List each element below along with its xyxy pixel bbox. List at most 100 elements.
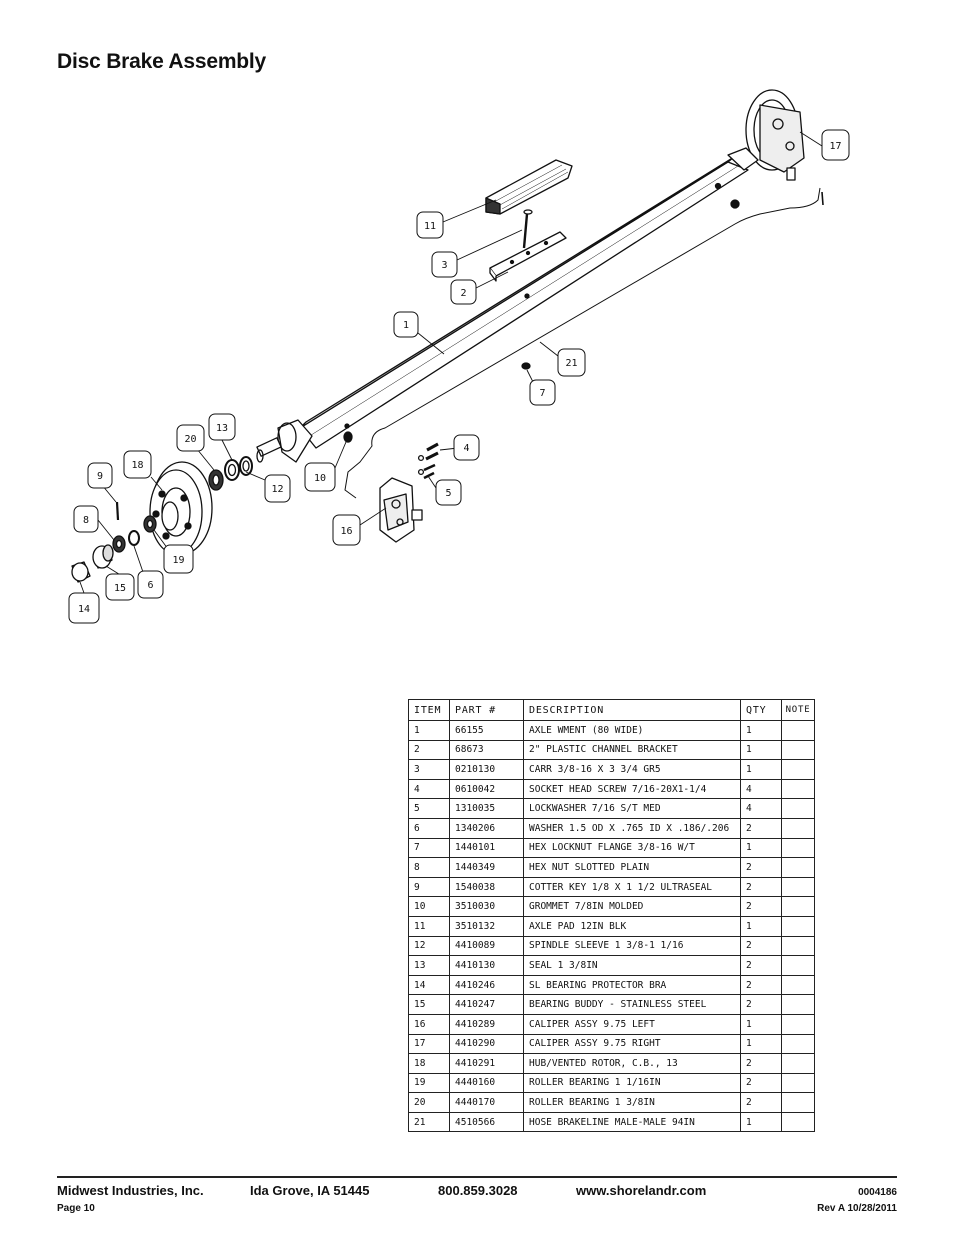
- footer-city: Ida Grove, IA 51445: [250, 1183, 370, 1198]
- cell-item: 8: [408, 857, 450, 878]
- cell-part: 4410290: [449, 1033, 524, 1055]
- cell-qty: 2: [740, 994, 782, 1015]
- cell-part: 4410289: [449, 1013, 524, 1035]
- cell-item: 10: [408, 896, 450, 917]
- cell-part: 4410291: [449, 1053, 524, 1074]
- cell-item: 5: [408, 798, 450, 819]
- cell-description: CALIPER ASSY 9.75 RIGHT: [523, 1033, 741, 1055]
- cell-qty: 1: [740, 915, 782, 937]
- cell-part: 0210130: [449, 759, 524, 780]
- cell-part: 4440170: [449, 1092, 524, 1113]
- callout-8: 8: [83, 515, 89, 526]
- cell-note: [781, 1013, 815, 1035]
- callout-12: 12: [271, 484, 283, 495]
- cell-description: AXLE PAD 12IN BLK: [523, 915, 741, 937]
- cell-note: [781, 778, 815, 800]
- cell-part: 1540038: [449, 876, 524, 898]
- cell-note: [781, 817, 815, 839]
- cell-item: 16: [408, 1013, 450, 1035]
- callout-7: 7: [539, 388, 545, 399]
- cell-qty: 2: [740, 955, 782, 976]
- cell-description: GROMMET 7/8IN MOLDED: [523, 896, 741, 917]
- callout-19: 19: [172, 555, 184, 566]
- cell-part: 1440101: [449, 837, 524, 859]
- footer-page-number: Page 10: [57, 1203, 95, 1214]
- cell-note: [781, 1053, 815, 1074]
- cell-description: SOCKET HEAD SCREW 7/16-20X1-1/4: [523, 778, 741, 800]
- caliper-left: [379, 477, 423, 543]
- cell-description: LOCKWASHER 7/16 S/T MED: [523, 798, 741, 819]
- cell-description: HOSE BRAKELINE MALE-MALE 94IN: [523, 1111, 741, 1133]
- cell-note: [781, 1033, 815, 1055]
- cell-qty: 1: [740, 720, 782, 741]
- callout-1: 1: [403, 320, 409, 331]
- header-description: DESCRIPTION: [523, 699, 741, 721]
- cell-description: HUB/VENTED ROTOR, C.B., 13: [523, 1053, 741, 1074]
- callout-15: 15: [114, 583, 126, 594]
- cell-note: [781, 759, 815, 780]
- cell-note: [781, 798, 815, 819]
- cell-qty: 2: [740, 974, 782, 996]
- cell-part: 1340206: [449, 817, 524, 839]
- cell-note: [781, 720, 815, 741]
- cell-item: 20: [408, 1092, 450, 1113]
- cell-part: 4440160: [449, 1072, 524, 1094]
- table-header-row: ITEM PART # DESCRIPTION QTY NOTE: [408, 699, 815, 721]
- cell-description: BEARING BUDDY - STAINLESS STEEL: [523, 994, 741, 1015]
- callout-5: 5: [445, 488, 451, 499]
- cell-item: 19: [408, 1072, 450, 1094]
- cell-part: 0610042: [449, 778, 524, 800]
- callout-9: 9: [97, 471, 103, 482]
- header-part: PART #: [449, 699, 524, 721]
- cell-item: 7: [408, 837, 450, 859]
- cell-part: 1440349: [449, 857, 524, 878]
- axle-tube: [299, 161, 749, 449]
- cell-qty: 1: [740, 1111, 782, 1133]
- cell-qty: 4: [740, 778, 782, 800]
- cell-part: 4410089: [449, 935, 524, 957]
- axle-pad: [485, 159, 573, 215]
- cell-qty: 1: [740, 1013, 782, 1035]
- cell-note: [781, 1111, 815, 1133]
- cell-description: CARR 3/8-16 X 3 3/4 GR5: [523, 759, 741, 780]
- callout-11: 11: [424, 221, 436, 232]
- cell-qty: 2: [740, 876, 782, 898]
- cell-qty: 2: [740, 1053, 782, 1074]
- callout-13: 13: [216, 423, 228, 434]
- cell-part: 1310035: [449, 798, 524, 819]
- cell-item: 1: [408, 720, 450, 741]
- cell-description: CALIPER ASSY 9.75 LEFT: [523, 1013, 741, 1035]
- cell-description: SL BEARING PROTECTOR BRA: [523, 974, 741, 996]
- footer-doc-number: 0004186: [858, 1187, 897, 1198]
- cell-description: HEX NUT SLOTTED PLAIN: [523, 857, 741, 878]
- cell-part: 68673: [449, 739, 524, 761]
- cell-item: 3: [408, 759, 450, 780]
- cell-description: ROLLER BEARING 1 3/8IN: [523, 1092, 741, 1113]
- cell-item: 2: [408, 739, 450, 761]
- cell-note: [781, 1072, 815, 1094]
- cell-description: COTTER KEY 1/8 X 1 1/2 ULTRASEAL: [523, 876, 741, 898]
- cell-part: 4410130: [449, 955, 524, 976]
- callout-4: 4: [463, 443, 469, 454]
- cell-item: 9: [408, 876, 450, 898]
- cell-part: 4410246: [449, 974, 524, 996]
- page-title: Disc Brake Assembly: [57, 50, 267, 73]
- cell-qty: 2: [740, 896, 782, 917]
- footer-company: Midwest Industries, Inc.: [57, 1183, 204, 1198]
- cell-item: 17: [408, 1033, 450, 1055]
- cell-note: [781, 974, 815, 996]
- cell-item: 15: [408, 994, 450, 1015]
